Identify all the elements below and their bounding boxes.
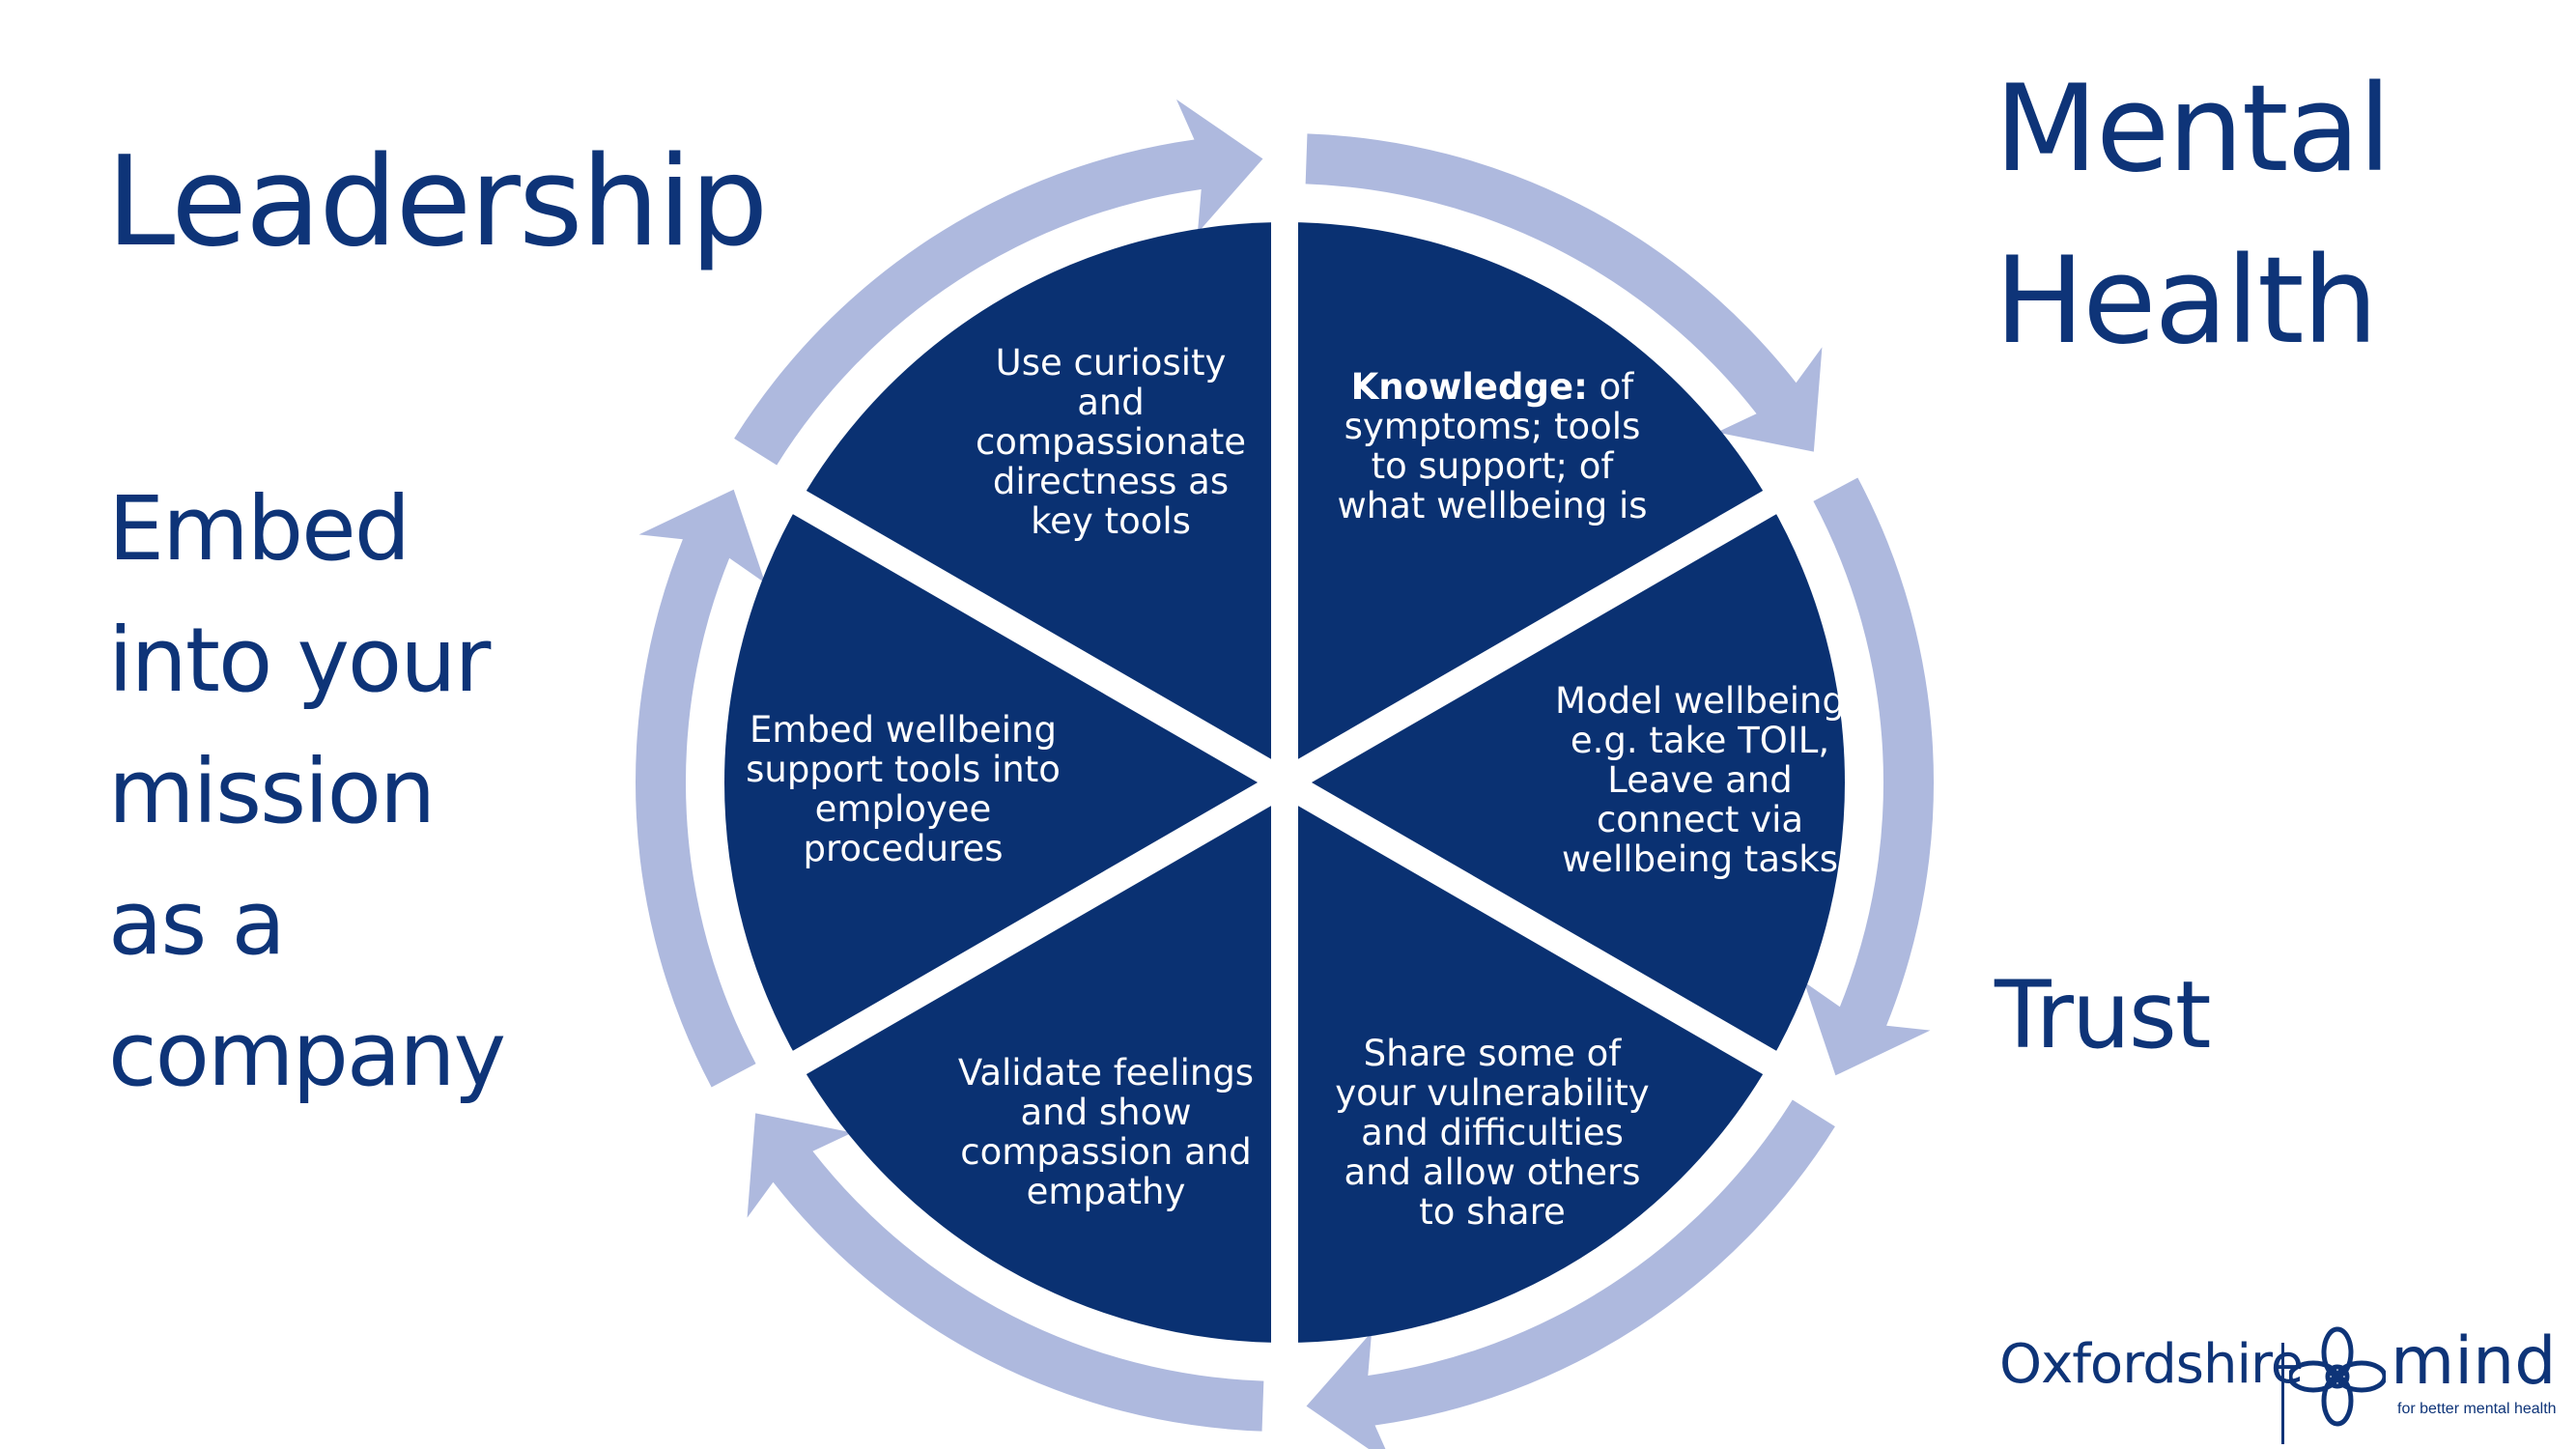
segment-line: symptoms; tools <box>1344 406 1641 447</box>
leadership-heading: Leadership <box>106 130 768 274</box>
embed-heading: Embed into your mission as a company <box>108 464 506 1121</box>
segment-line: support tools into <box>746 749 1061 790</box>
segment-line: what wellbeing is <box>1337 485 1648 526</box>
cycle-arrow <box>734 99 1263 466</box>
logo-tagline: for better mental health <box>2397 1401 2557 1417</box>
segment-wheel <box>724 184 1845 1381</box>
trust-heading: Trust <box>1995 961 2211 1069</box>
segment-right <box>1285 502 1845 1063</box>
segment-line: Share some of <box>1363 1033 1622 1074</box>
segment-text-top-left: Use curiosity and compassionate directne… <box>956 343 1265 541</box>
embed-line-4: as a <box>108 871 286 975</box>
logo-divider <box>2281 1343 2284 1444</box>
segment-line: compassionate <box>975 421 1247 463</box>
segment-line-part: of <box>1587 366 1634 408</box>
cycle-arrow <box>635 489 766 1088</box>
cycle-arrow <box>1306 1099 1835 1449</box>
cycle-arrow <box>1305 133 1823 452</box>
segment-text-left: Embed wellbeing support tools into emplo… <box>739 710 1067 868</box>
segment-line: key tools <box>1031 500 1191 542</box>
mental-health-line-1: Mental <box>1995 60 2392 199</box>
segment-line: e.g. take TOIL, <box>1570 720 1830 761</box>
segment-line: empathy <box>1026 1171 1186 1212</box>
knowledge-label: Knowledge: <box>1350 366 1588 408</box>
oxfordshire-mind-logo: Oxfordshire mind for better mental healt… <box>1980 1304 2560 1449</box>
segment-line: Embed wellbeing <box>750 709 1057 751</box>
logo-organisation: Oxfordshire <box>1999 1333 2304 1396</box>
segment-line: your vulnerability <box>1335 1072 1650 1114</box>
embed-line-5: company <box>108 1003 506 1106</box>
segment-left <box>724 502 1285 1063</box>
mind-flower-icon <box>2289 1326 2386 1427</box>
segment-line: to support; of <box>1371 445 1614 487</box>
segment-line: Use curiosity <box>995 342 1227 384</box>
segment-text-right: Model wellbeing e.g. take TOIL, Leave an… <box>1536 681 1864 879</box>
embed-line-1: Embed <box>108 477 410 581</box>
segment-line: employee <box>814 788 992 830</box>
segment-line: procedures <box>803 828 1004 869</box>
segment-bottom-right <box>1285 782 1770 1343</box>
cycle-arrow <box>1803 477 1934 1076</box>
segment-top-right <box>1285 222 1770 782</box>
segment-text-bottom-left: Validate feelings and show compassion an… <box>942 1053 1270 1211</box>
embed-line-3: mission <box>108 740 436 843</box>
arrow-ring <box>635 99 1934 1449</box>
segment-line: and allow others <box>1344 1151 1641 1193</box>
segment-line: Knowledge: of <box>1328 367 1656 407</box>
segment-line: Validate feelings <box>957 1052 1255 1094</box>
segment-line: to share <box>1419 1191 1566 1233</box>
segment-line: and <box>1077 382 1145 423</box>
embed-line-2: into your <box>108 609 491 712</box>
segment-line: wellbeing tasks <box>1562 838 1838 880</box>
segment-line: connect via <box>1596 799 1804 840</box>
segment-text-bottom-right: Share some of your vulnerability and dif… <box>1323 1034 1661 1232</box>
mental-health-line-2: Health <box>1995 232 2378 371</box>
segment-line: directness as <box>992 461 1230 502</box>
cycle-arrow <box>747 1113 1264 1432</box>
segment-text-top-right: Knowledge: of symptoms; tools to support… <box>1328 367 1656 526</box>
mental-health-heading: Mental Health <box>1995 43 2392 387</box>
segment-line: and show <box>1020 1092 1192 1133</box>
segment-line: compassion and <box>960 1131 1252 1173</box>
segment-line: Leave and <box>1607 759 1793 801</box>
segment-bottom-left <box>799 782 1285 1343</box>
segment-line: and difficulties <box>1361 1112 1624 1153</box>
segment-top-left <box>799 222 1285 782</box>
logo-wordmark: mind <box>2391 1323 2557 1400</box>
segment-divider <box>759 470 1810 1094</box>
segment-line: Model wellbeing <box>1555 680 1845 722</box>
